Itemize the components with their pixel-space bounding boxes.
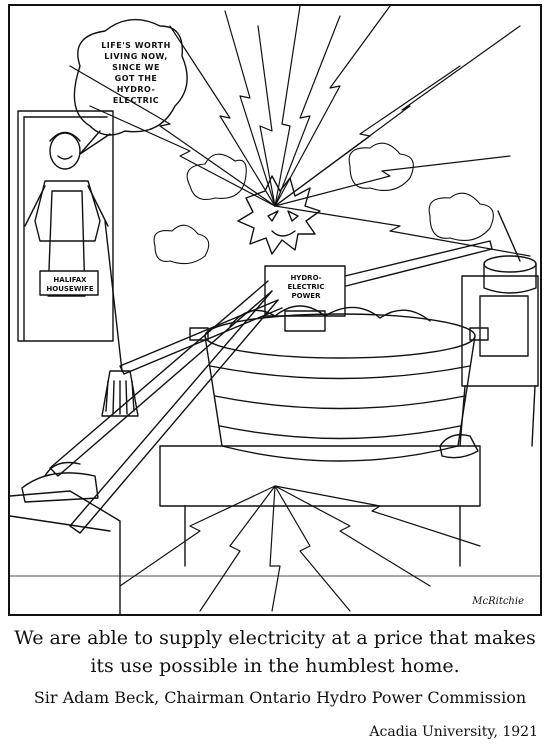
- quote-line-1: We are able to supply electricity at a p…: [14, 627, 536, 649]
- speech-line: SINCE WE: [112, 63, 160, 72]
- ironing-table: [10, 490, 121, 614]
- wash-tub: [189, 305, 489, 462]
- washboard: [439, 434, 479, 459]
- stove: [459, 210, 539, 447]
- steam-clouds: [153, 142, 494, 265]
- hydro-figure-label: HYDRO- ELECTRIC POWER: [275, 274, 337, 301]
- quote-attribution: Sir Adam Beck, Chairman Ontario Hydro Po…: [33, 688, 527, 707]
- quote-line-2: its use possible in the humblest home.: [90, 655, 460, 677]
- housewife-label: HALIFAX HOUSEWIFE: [40, 276, 100, 294]
- housewife-label-line: HALIFAX: [53, 276, 87, 284]
- image-credit: Acadia University, 1921: [369, 724, 538, 740]
- broom: [101, 220, 139, 417]
- artist-signature: McRitchie: [472, 596, 524, 607]
- quote: We are able to supply electricity at a p…: [0, 624, 550, 680]
- housewife-figure: [24, 131, 109, 297]
- hydro-electric-figure: [237, 175, 346, 332]
- cartoon-drawing: [10, 6, 540, 614]
- figure-label-line: POWER: [291, 292, 321, 300]
- doorway: [17, 110, 114, 342]
- electric-arms: [49, 240, 493, 534]
- cartoon-illustration: LIFE'S WORTH LIVING NOW, SINCE WE GOT TH…: [8, 4, 542, 616]
- speech-line: GOT THE: [114, 74, 158, 83]
- speech-line: ELECTRIC: [112, 96, 160, 105]
- speech-line: LIVING NOW,: [104, 52, 168, 61]
- speech-bubble: [73, 18, 188, 136]
- figure-label-line: ELECTRIC: [287, 283, 325, 291]
- bench: [159, 445, 481, 567]
- lightning-rays: [69, 6, 531, 612]
- speech-line: HYDRO-: [116, 85, 156, 94]
- speech-bubble-text: LIFE'S WORTH LIVING NOW, SINCE WE GOT TH…: [90, 40, 182, 106]
- figure-label-line: HYDRO-: [290, 274, 322, 282]
- flat-iron: [21, 461, 99, 503]
- speech-line: LIFE'S WORTH: [101, 41, 171, 50]
- housewife-label-line: HOUSEWIFE: [46, 285, 94, 293]
